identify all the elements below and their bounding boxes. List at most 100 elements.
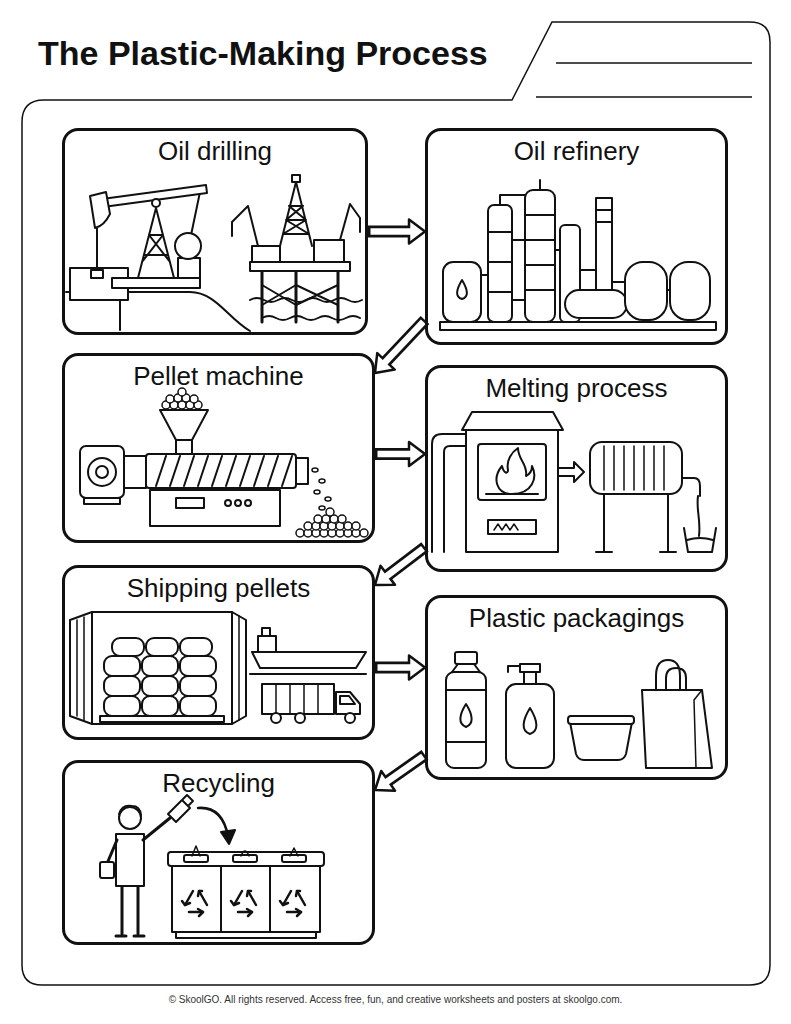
shipping-art <box>70 612 366 724</box>
feed-pipe <box>432 434 468 552</box>
name-line <box>556 62 752 64</box>
step-heading: Melting process <box>485 374 667 404</box>
pump-neck <box>524 672 536 684</box>
flow-arrow <box>375 442 425 466</box>
bin-slot <box>282 855 306 862</box>
rig-deck <box>250 262 350 271</box>
recycling-bin <box>172 866 320 932</box>
door-rib <box>77 617 84 720</box>
person-head <box>119 807 141 829</box>
bottle-cap <box>455 652 477 664</box>
fire-base <box>486 493 538 495</box>
pellet <box>162 388 368 537</box>
ship-hull <box>252 652 366 668</box>
walking-beam <box>102 185 207 207</box>
packaging-art <box>446 652 712 768</box>
container-door <box>70 612 92 724</box>
wheel <box>271 713 281 723</box>
refinery-ground <box>440 322 716 330</box>
horizontal-tank <box>565 290 627 318</box>
arrow-hollow <box>384 322 423 364</box>
sign-post <box>119 300 121 330</box>
bottle <box>168 800 190 822</box>
arrow-hollow <box>386 756 423 782</box>
derrick-top <box>292 175 300 182</box>
bin-item <box>192 846 298 856</box>
recycle-symbol <box>182 891 207 916</box>
pellet-sack <box>180 696 216 716</box>
pellet-sack <box>104 638 216 716</box>
pellet-sack <box>180 638 212 656</box>
bottle-shoulder <box>452 664 480 672</box>
oil-drilling-art <box>66 175 362 331</box>
ship-funnel <box>262 628 270 636</box>
recycle-symbol <box>280 891 305 916</box>
furnace <box>466 430 558 552</box>
button <box>225 500 231 506</box>
pellet <box>344 522 352 530</box>
gearbox <box>178 258 200 278</box>
pellet <box>326 508 334 516</box>
coupling <box>124 456 146 488</box>
motor-foot <box>84 498 120 504</box>
oil-droplet <box>457 280 467 299</box>
container <box>92 612 232 724</box>
page-title: The Plastic-Making Process <box>38 34 488 73</box>
pellet-sack <box>142 676 178 696</box>
droplet <box>460 704 471 727</box>
recycle-symbol <box>280 891 301 916</box>
rig-building <box>252 246 280 262</box>
step-heading: Oil drilling <box>158 137 272 167</box>
pellet <box>190 395 198 403</box>
pellet <box>325 497 331 501</box>
molten-plastic <box>687 538 713 540</box>
pump-bottle <box>506 684 554 768</box>
round-tank <box>670 262 710 320</box>
droplet <box>524 708 537 734</box>
bin-divider <box>221 866 270 932</box>
person-legs <box>116 886 144 936</box>
recycle-symbol <box>234 891 256 912</box>
button <box>245 500 251 506</box>
pivot <box>152 199 160 207</box>
rig-building <box>314 240 344 262</box>
pellet <box>319 479 325 483</box>
recycling-art <box>100 795 324 938</box>
pumpjack-base <box>112 278 200 288</box>
pellet-sack <box>142 656 178 676</box>
toss-arrowhead <box>221 830 235 844</box>
motor <box>80 446 124 498</box>
pellet-sack <box>104 656 140 676</box>
melting-art <box>432 412 716 552</box>
person-arm <box>143 818 170 840</box>
flow-arrow <box>375 755 425 791</box>
pumpjack-rod <box>96 226 98 272</box>
recycle-symbol <box>182 891 203 916</box>
furnace-window <box>478 444 546 500</box>
process-box: Oil drilling <box>62 128 368 335</box>
pellet-sack <box>180 656 216 676</box>
arrow-hollow <box>378 664 413 671</box>
truck-trailer <box>262 684 334 714</box>
distillation-column <box>488 205 512 322</box>
water-bottle <box>446 672 486 768</box>
arrow-hollow <box>378 451 413 458</box>
step-heading: Plastic packagings <box>469 604 684 634</box>
flow-arrow <box>375 320 425 373</box>
chimney-band <box>596 210 612 222</box>
process-box: Melting process <box>425 365 728 572</box>
bin-lid <box>168 852 324 866</box>
cup <box>100 862 114 878</box>
screw-thread <box>156 456 292 486</box>
bag-handle <box>656 660 686 690</box>
water-wave <box>262 316 360 320</box>
button <box>235 500 241 506</box>
hopper <box>160 410 208 440</box>
horse-head <box>90 192 110 228</box>
hopper-neck <box>176 440 192 454</box>
water-line <box>250 673 366 675</box>
rig-braces <box>262 285 338 305</box>
bin-base <box>176 932 316 938</box>
